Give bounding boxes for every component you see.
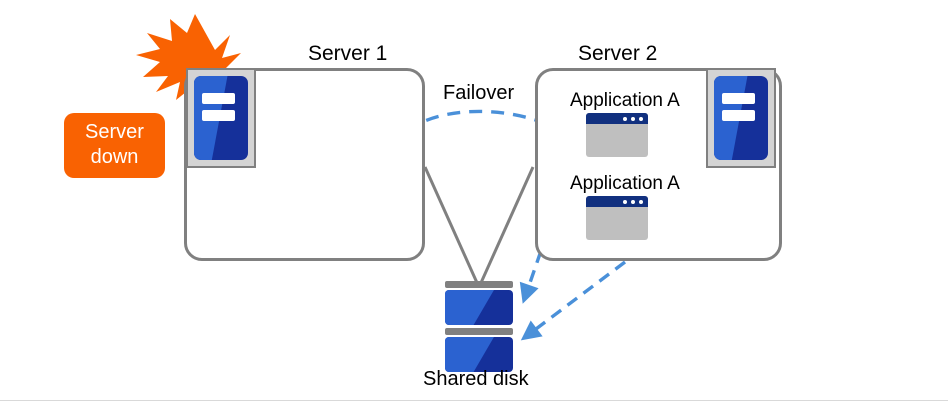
application-window-icon-2 — [586, 196, 648, 240]
connector-server1-to-disk — [423, 166, 480, 286]
app-window-dot — [630, 199, 635, 204]
server-icon-bar — [201, 92, 236, 104]
server-down-line2: down — [90, 146, 139, 168]
application-a-label-2: Application A — [570, 173, 680, 194]
app-window-titlebar — [586, 113, 648, 124]
app-window-dot — [622, 199, 627, 204]
connector-server2-to-disk — [478, 166, 535, 286]
server2-machine-icon-body — [714, 76, 768, 160]
server-down-line1: Server — [85, 121, 144, 143]
app-window-titlebar — [586, 196, 648, 207]
server-icon-bar — [721, 92, 756, 104]
server1-title: Server 1 — [308, 42, 388, 65]
failover-arrow — [405, 109, 550, 133]
server1-machine-icon — [186, 68, 256, 168]
server2-machine-icon — [706, 68, 776, 168]
shared-disk-label: Shared disk — [423, 368, 529, 390]
disk-body — [445, 337, 513, 372]
application-a-label-1: Application A — [570, 90, 680, 111]
server2-title: Server 2 — [578, 42, 658, 65]
disk-top-bar — [445, 281, 513, 288]
server1-machine-icon-body — [194, 76, 248, 160]
app-window-dot — [630, 116, 635, 121]
failover-label: Failover — [443, 82, 515, 104]
shared-disk-unit-top — [445, 281, 513, 325]
shared-disk-unit-bottom — [445, 328, 513, 372]
application-window-icon-1 — [586, 113, 648, 157]
app-window-dot — [638, 199, 643, 204]
app-window-dot — [622, 116, 627, 121]
server-icon-bar — [201, 110, 236, 122]
disk-body — [445, 290, 513, 325]
app-window-dot — [638, 116, 643, 121]
server-icon-bar — [721, 110, 756, 122]
app2-disk-access-arrow — [520, 260, 627, 341]
disk-top-bar — [445, 328, 513, 335]
server-down-callout: Server down — [64, 113, 165, 178]
shared-disk-icon — [445, 281, 513, 372]
